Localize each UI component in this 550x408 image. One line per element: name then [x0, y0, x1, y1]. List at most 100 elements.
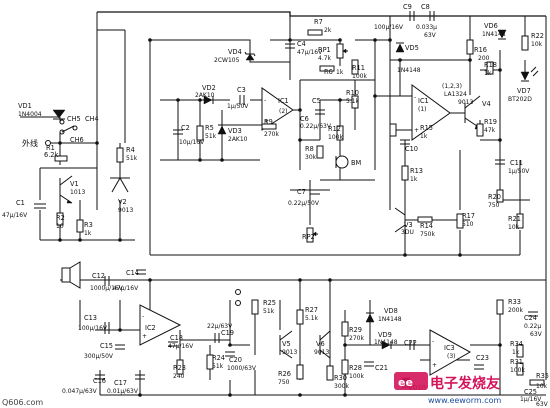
svg-text:-: -	[414, 94, 416, 101]
c15-label: C15	[100, 342, 113, 350]
resistor-r14	[417, 216, 433, 223]
ic3-label: IC3	[444, 344, 455, 352]
opamp-ic1-2: - +	[261, 87, 294, 131]
vd1-label: VD1	[18, 102, 32, 110]
r11-label: R11	[352, 64, 365, 72]
resistor-r2	[56, 212, 64, 226]
r35-value: 10k	[536, 383, 548, 390]
c7-label: C7	[297, 188, 306, 196]
capacitor-c13	[104, 322, 110, 334]
rp1-value: 4.7k	[318, 55, 332, 62]
ch4-label: CH4	[85, 115, 99, 123]
c13-value: 100μ/16V	[78, 325, 108, 332]
diode-vd6	[497, 29, 507, 40]
resistor-r33	[496, 299, 504, 315]
c12-value: 1000μ/16V	[90, 285, 124, 292]
c11-value: 1μ/50V	[508, 168, 530, 175]
r26-label: R26	[278, 370, 291, 378]
vd3-label: VD3	[228, 127, 242, 135]
c14-value: 47μ/16V	[113, 285, 139, 292]
ic1-2-label: IC1	[278, 97, 289, 105]
r27-value: 5.1k	[305, 315, 319, 322]
r15-label: R15	[420, 124, 433, 132]
r30-label: R30	[334, 374, 347, 382]
c24-voltage: 63V	[530, 331, 543, 338]
capacitor-c7	[310, 189, 320, 195]
v3-label: V3	[404, 221, 413, 229]
c15-value: 300μ/50V	[84, 353, 114, 360]
r12-label: R12	[328, 125, 341, 133]
r2-value: 10	[56, 223, 64, 230]
c2-value: 10μ/16V	[179, 139, 205, 146]
vd9-label: VD9	[378, 331, 392, 339]
capacitor-c15	[115, 344, 125, 350]
resistor-r34	[516, 344, 524, 358]
r23-value: 240	[173, 373, 185, 380]
r28-value: 100k	[349, 373, 364, 380]
watermark-logo: ee	[394, 372, 428, 390]
junction-dots	[58, 38, 502, 397]
r12-value: 100k	[328, 134, 343, 141]
r1-label: R1	[46, 144, 55, 152]
test-terminals	[235, 289, 241, 306]
phototransistor-v3	[394, 207, 420, 233]
resistor-r10	[351, 95, 359, 109]
v6-label: V6	[316, 340, 325, 348]
svg-text:-: -	[264, 97, 266, 104]
r9-label: R9	[264, 118, 273, 126]
resistor-r28	[341, 359, 349, 375]
capacitor-c19	[214, 333, 220, 343]
r5-value: 51k	[205, 133, 217, 140]
c7-value: 0.22μ/50V	[288, 200, 320, 207]
diode-vd1	[52, 109, 66, 120]
transistor-v6	[319, 330, 331, 359]
v5-type: 9013	[282, 349, 297, 356]
c8-value: 0.033μ	[416, 24, 437, 31]
r2-label: R2	[56, 214, 65, 222]
r15-value: 1k	[420, 133, 428, 140]
potentiometer-rp2	[306, 227, 318, 243]
capacitor-c22	[409, 340, 415, 350]
diode-vd2	[203, 95, 214, 105]
c16-label: C16	[93, 377, 106, 385]
vd2-label: VD2	[202, 84, 216, 92]
vd7-label: VD7	[517, 87, 531, 95]
r26-value: 750	[278, 379, 290, 386]
resistor-r22	[521, 35, 529, 51]
r22-label: R22	[531, 32, 544, 40]
c20-value: 1000/63V	[227, 365, 257, 372]
v1-type: 1013	[70, 189, 85, 196]
vd4-type: 2CW105	[214, 57, 240, 64]
ic1-2-pin: (2)	[279, 108, 288, 115]
r34-value: 1k	[512, 349, 520, 356]
r14-value: 750k	[420, 231, 435, 238]
resistor-r26	[296, 364, 304, 380]
r22-value: 10k	[531, 41, 543, 48]
r17-label: R17	[462, 212, 475, 220]
c4-label: C4	[297, 40, 306, 48]
capacitor-c24	[528, 311, 538, 317]
watermark-brand: 电子发烧友	[430, 375, 500, 392]
ic3-pin: (3)	[447, 353, 456, 360]
resistor-r20	[496, 189, 504, 203]
vd8-type: 1N4148	[378, 316, 402, 323]
capacitor-c23	[474, 364, 484, 370]
resistor-r5	[196, 125, 204, 141]
v4-label: V4	[482, 100, 491, 108]
c10-label: C10	[405, 145, 418, 153]
vd6-type: 1N4148	[482, 31, 506, 38]
resistor-r16	[466, 39, 474, 55]
capacitor-c2	[173, 129, 183, 135]
r34-label: R34	[510, 340, 523, 348]
ch6-label: CH6	[70, 136, 84, 144]
capacitor-c5	[315, 109, 325, 115]
r24-label: R24	[212, 354, 225, 362]
c19-label: C19	[221, 329, 234, 337]
c17-label: C17	[114, 379, 127, 387]
vd4-label: VD4	[228, 48, 242, 56]
c23-label: C23	[476, 354, 489, 362]
c20-label: C20	[229, 356, 242, 364]
r24-value: 51k	[212, 363, 224, 370]
r7-value: 2k	[324, 27, 332, 34]
